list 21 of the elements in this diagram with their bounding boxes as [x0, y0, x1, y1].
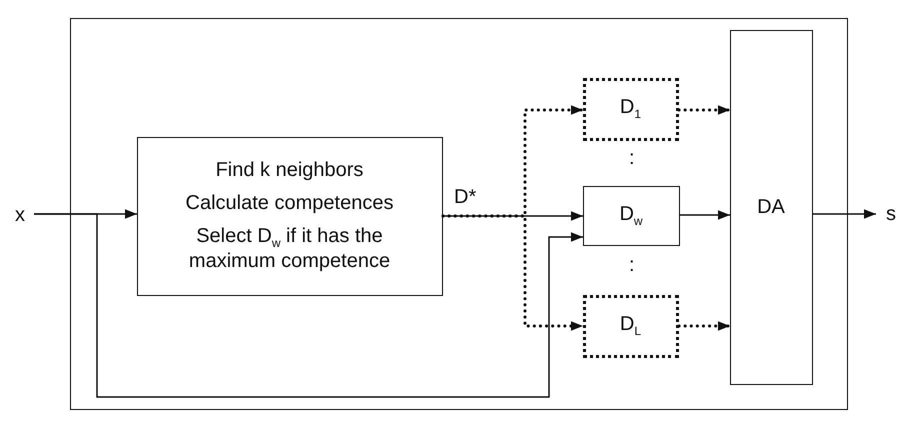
arrow: [813, 209, 876, 219]
arrow: [680, 210, 730, 220]
process-box: [136, 136, 442, 296]
box-text: D$_{L}$: [620, 313, 642, 339]
box-text: Calculate competences: [186, 192, 394, 215]
classifier-box: [582, 186, 680, 246]
output-label: s: [886, 202, 896, 226]
classifier-box: [582, 78, 678, 140]
box-text: DA: [757, 196, 785, 218]
arrow: [443, 211, 583, 221]
arrow: [34, 213, 583, 398]
box-text: D$_{w}$: [619, 202, 643, 228]
aggregator-box: [730, 30, 812, 384]
box-text: Find k neighbors: [216, 158, 364, 182]
dotted-arrow: [442, 214, 584, 331]
dotted-arrow: [678, 105, 732, 115]
input-label: x: [15, 204, 25, 226]
dotted-arrow: [678, 321, 732, 331]
box-text: Select D$_{w}$ if it has the maximum competence: [188, 224, 392, 274]
classifier-box: [582, 294, 678, 358]
box-text: D$_{1}$: [620, 96, 642, 122]
